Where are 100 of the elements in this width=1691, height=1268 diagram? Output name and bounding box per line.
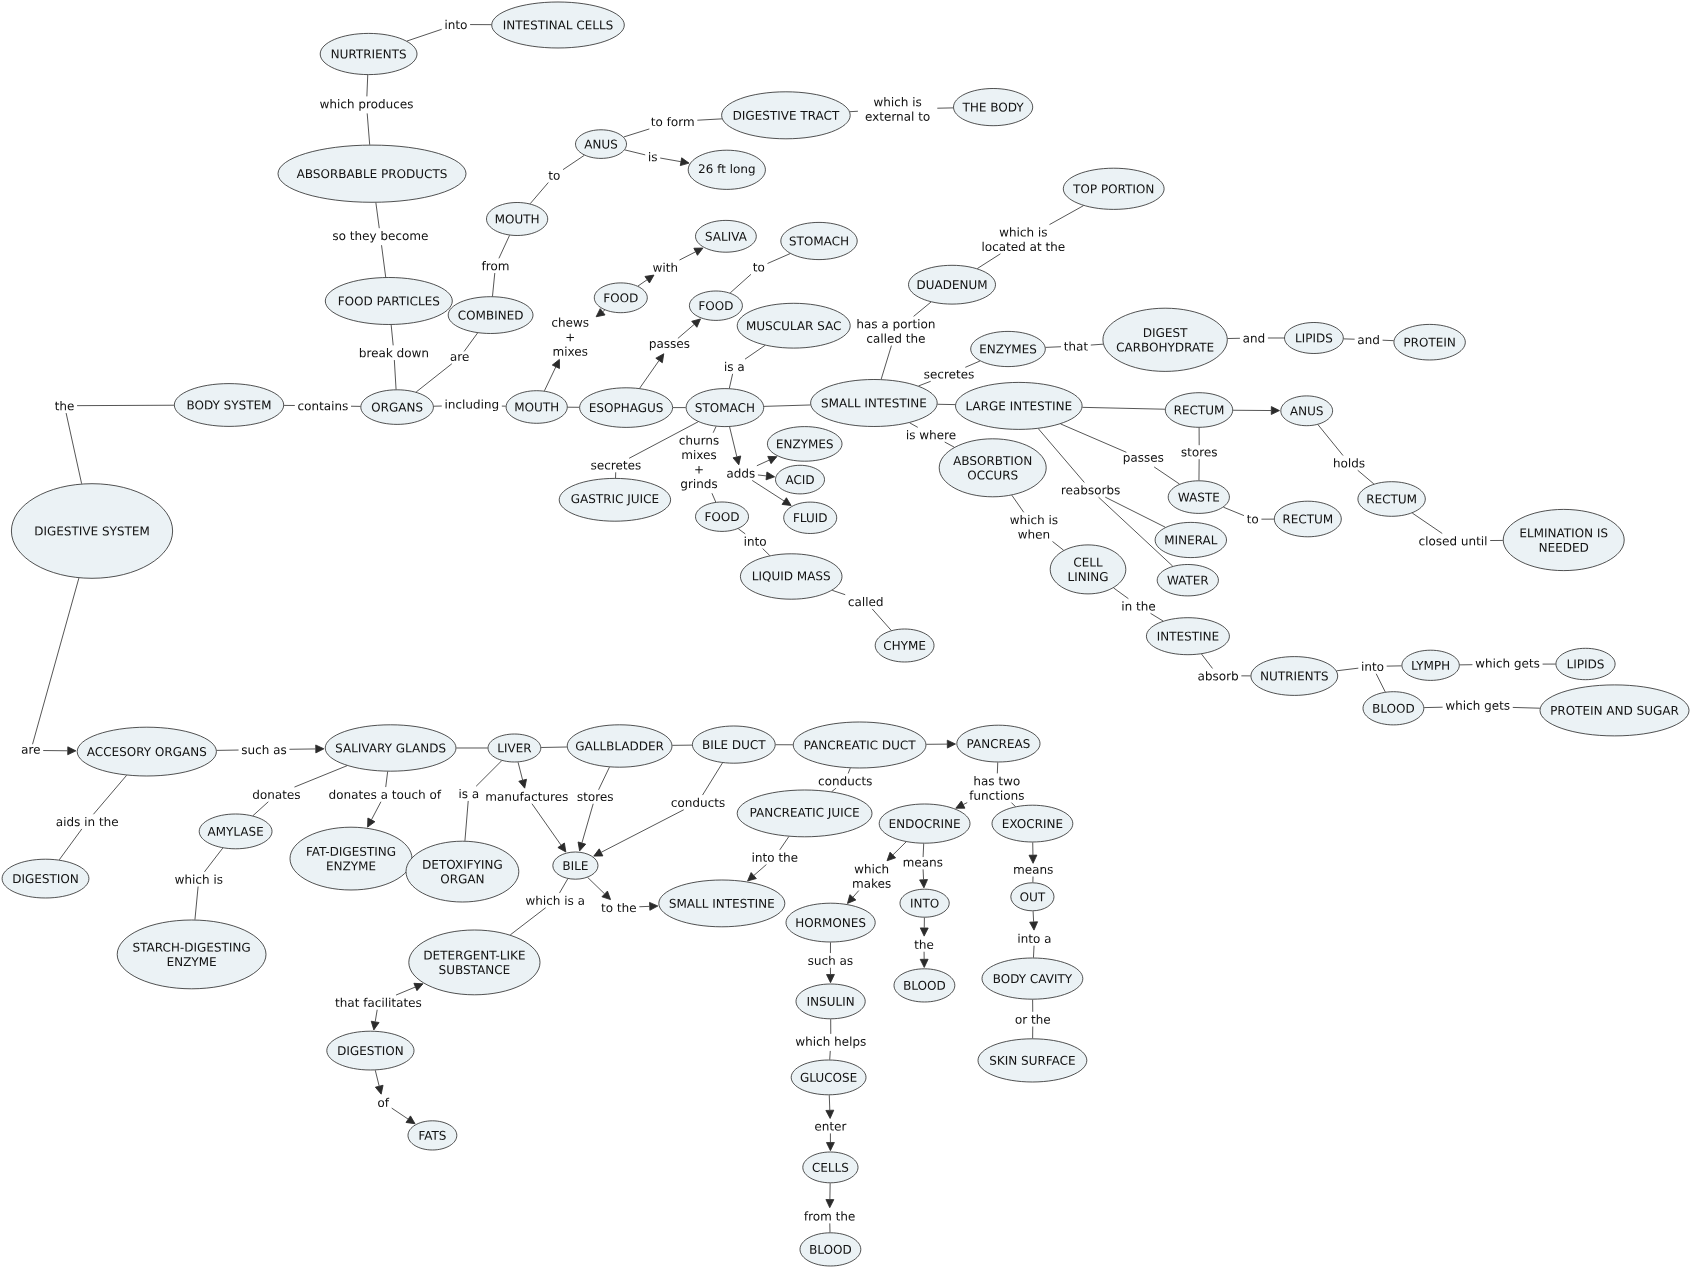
concept-oval: GLUCOSE xyxy=(790,1059,867,1096)
connector-line xyxy=(831,787,837,792)
connector-line xyxy=(913,301,932,317)
connector-line xyxy=(672,407,687,408)
arrow xyxy=(825,1094,835,1119)
arrow xyxy=(577,803,594,852)
linking-phrase: manufactures xyxy=(486,791,568,802)
concept-oval: PANCREATIC DUCT xyxy=(792,721,927,769)
connector-line xyxy=(909,422,919,428)
connector-line xyxy=(433,405,443,407)
connector-line xyxy=(350,405,361,407)
linking-phrase: which produces xyxy=(320,99,413,111)
arrow xyxy=(751,480,792,506)
connector-line xyxy=(1032,999,1034,1013)
connector-line xyxy=(937,403,956,405)
concept-oval: DIGESTION xyxy=(326,1030,415,1071)
linking-phrase: passes xyxy=(649,341,690,351)
connector-line xyxy=(711,492,717,503)
concept-oval: ENDOCRINE xyxy=(878,803,971,844)
arrow xyxy=(919,917,929,937)
concept-oval: DUADENUM xyxy=(908,264,996,305)
linking-phrase: has a portion called the xyxy=(857,319,935,343)
arrow xyxy=(638,902,659,911)
connector-line xyxy=(624,149,646,156)
connector-line xyxy=(498,235,510,259)
concept-oval: BODY CAVITY xyxy=(981,957,1084,1000)
connector-line xyxy=(831,589,846,596)
arrow xyxy=(370,1009,380,1031)
connector-line xyxy=(672,744,693,746)
connector-line xyxy=(1090,343,1104,346)
arrow xyxy=(639,353,665,389)
connector-line xyxy=(1098,496,1174,567)
arrow xyxy=(847,890,860,904)
connector-line xyxy=(1267,337,1285,339)
connector-line xyxy=(529,182,549,205)
linking-phrase: is xyxy=(649,152,657,162)
concept-oval: SALIVA xyxy=(695,220,757,253)
concept-oval: NURTRIENTS xyxy=(319,33,418,75)
linking-phrase: closed until xyxy=(1419,536,1487,546)
linking-phrase: into the xyxy=(752,852,798,862)
concept-oval: ANUS xyxy=(1280,395,1333,427)
concept-oval: FOOD PARTICLES xyxy=(324,277,453,325)
connector-line xyxy=(976,253,1001,269)
connector-line xyxy=(849,110,859,113)
connector-line xyxy=(615,471,617,479)
connector-line xyxy=(702,762,723,796)
connector-line xyxy=(559,878,569,894)
linking-phrase: holds xyxy=(1334,458,1365,468)
linking-phrase: adds xyxy=(727,468,755,478)
connector-line xyxy=(32,577,80,745)
concept-oval: BLOOD xyxy=(893,968,956,1003)
connector-line xyxy=(944,441,955,448)
linking-phrase: which helps xyxy=(795,1036,866,1049)
concept-oval: 26 ft long xyxy=(687,149,766,190)
concept-oval: FATS xyxy=(407,1120,458,1151)
connector-line xyxy=(475,760,503,787)
linking-phrase: which gets xyxy=(1475,658,1540,670)
connector-line xyxy=(712,426,717,434)
linking-phrase: which is a xyxy=(525,895,584,906)
concept-oval: MINERAL xyxy=(1154,522,1227,558)
linking-phrase: and xyxy=(1243,333,1265,343)
concept-oval: ANUS xyxy=(575,129,627,159)
connector-line xyxy=(762,548,771,556)
linking-phrase: in the xyxy=(1122,601,1156,611)
concept-oval: DETERGENT-LIKE SUBSTANCE xyxy=(408,929,541,996)
concept-oval: SKIN SURFACE xyxy=(977,1038,1088,1083)
connector-line xyxy=(406,28,443,42)
concept-oval: SMALL INTESTINE xyxy=(658,879,786,928)
connector-line xyxy=(918,380,932,387)
arrow xyxy=(637,274,655,287)
connector-line xyxy=(1223,506,1245,516)
connector-line xyxy=(744,345,766,360)
arrow xyxy=(919,951,929,968)
concept-oval: CELL LINING xyxy=(1049,544,1127,595)
linking-phrase: that facilitates xyxy=(335,997,422,1008)
connector-line xyxy=(1375,673,1386,693)
linking-phrase: of xyxy=(378,1097,390,1108)
connector-line xyxy=(779,836,790,851)
linking-phrase: that xyxy=(1064,341,1088,351)
concept-oval: BODY SYSTEM xyxy=(173,383,285,427)
connector-line xyxy=(1113,587,1129,600)
linking-phrase: is where xyxy=(907,430,956,440)
arrow xyxy=(391,1107,416,1125)
connector-line xyxy=(58,828,83,861)
arrow xyxy=(955,800,968,809)
arrow xyxy=(756,456,778,467)
linking-phrase: contains xyxy=(298,401,348,411)
concept-oval: NUTRIENTS xyxy=(1250,656,1339,696)
connector-line xyxy=(728,373,734,389)
concept-oval: LARGE INTESTINE xyxy=(955,382,1083,430)
connector-line xyxy=(1489,540,1504,541)
arrow xyxy=(1028,842,1038,864)
concept-oval: ELMINATION IS NEEDED xyxy=(1502,509,1625,571)
concept-oval: COMBINED xyxy=(447,296,534,334)
linking-phrase: from the xyxy=(804,1211,855,1221)
connector-line xyxy=(1386,665,1402,667)
connector-line xyxy=(252,801,269,817)
concept-oval: FOOD xyxy=(695,501,749,532)
connector-line xyxy=(381,244,387,278)
concept-oval: ENZYMES xyxy=(767,426,843,462)
